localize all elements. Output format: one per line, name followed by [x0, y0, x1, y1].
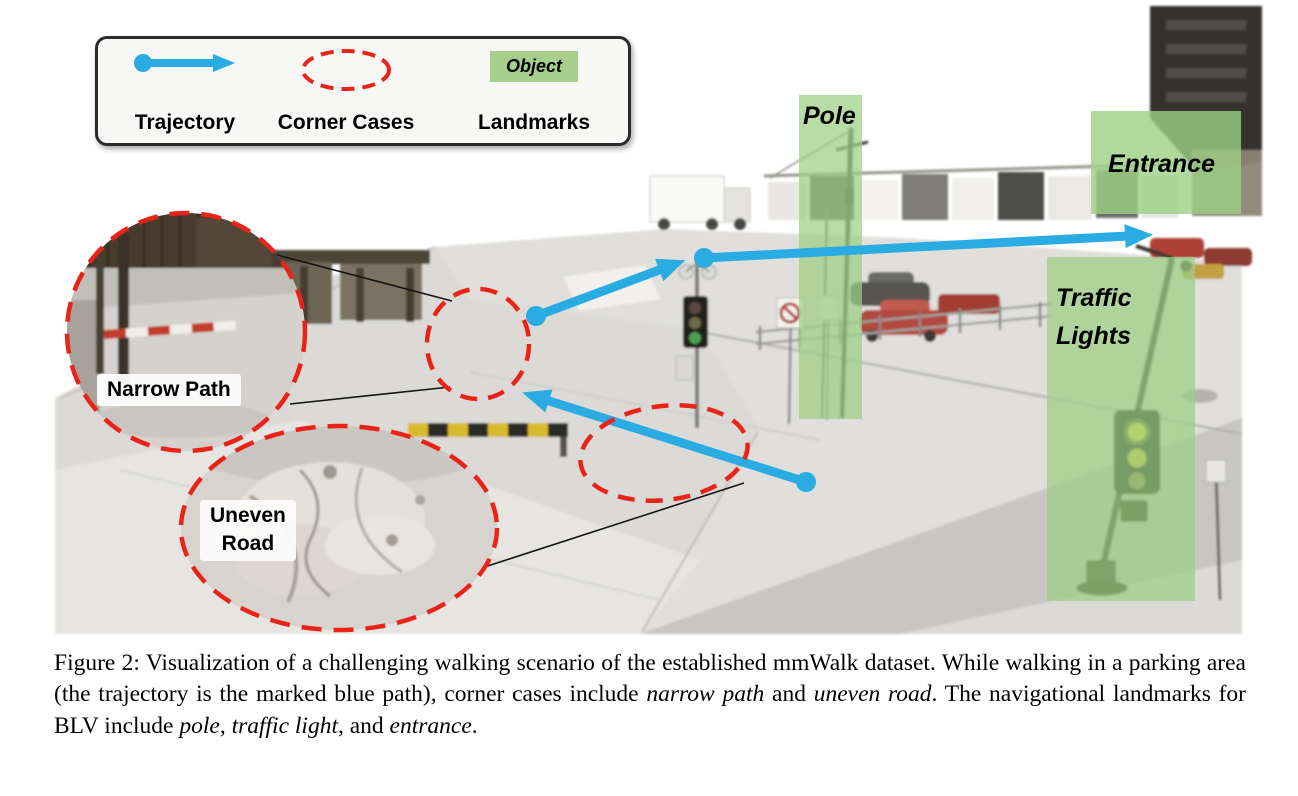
narrow-path-inset-border [64, 210, 308, 454]
pole-label: Pole [803, 102, 856, 130]
caption-segment: pole [179, 712, 220, 739]
figure-caption: Figure 2: Visualization of a challenging… [54, 648, 1246, 742]
uneven-road-label: Uneven Road [200, 500, 296, 561]
landmark-highlights [799, 95, 1241, 601]
inset-connectors [242, 245, 745, 574]
traffic-lights-highlight [1047, 257, 1195, 601]
legend-corner-cases-label: Corner Cases [277, 111, 415, 134]
caption-segment: , and [337, 712, 390, 739]
entrance-highlight [1091, 111, 1241, 214]
caption-segment: Figure 2: [54, 650, 146, 676]
caption-segment: Visualization of a challenging walking s… [54, 650, 1246, 708]
caption-segment: entrance [389, 712, 472, 739]
caption-segment: , [219, 712, 232, 739]
corner-cases [424, 286, 750, 504]
legend-trajectory: Trajectory [110, 47, 260, 135]
object-chip: Object [489, 51, 578, 82]
caption-segment: and [764, 681, 814, 708]
legend: Trajectory Corner Cases Object Landmarks [95, 36, 631, 146]
legend-landmarks: Object Landmarks [450, 47, 618, 135]
connector-uneven [465, 482, 745, 574]
trajectory-dot-2 [694, 248, 714, 268]
uneven-road-inset-border [178, 423, 500, 633]
trajectory-segment-1 [531, 258, 686, 321]
entrance-label: Entrance [1108, 150, 1215, 178]
trajectory-dot-1 [526, 306, 546, 326]
caption-segment: traffic light [231, 712, 338, 739]
narrow-path-inset [64, 210, 308, 454]
trajectory-segment-3 [522, 389, 811, 487]
connector-narrow-top [242, 245, 453, 302]
caption-segment: narrow path [646, 681, 765, 708]
legend-trajectory-label: Trajectory [134, 111, 236, 134]
caption-segment: . The navigational landmarks for BLV inc… [54, 681, 1247, 739]
narrow-path-label: Narrow Path [97, 374, 241, 407]
connector-narrow-bottom [289, 386, 451, 405]
trajectory-icon [134, 54, 235, 72]
corner-case-uneven-road [578, 402, 750, 504]
corner-cases-icon [301, 49, 391, 91]
caption-segment: uneven road [813, 681, 932, 708]
corner-case-narrow-path [424, 286, 532, 402]
legend-corner-cases: Corner Cases [256, 47, 436, 135]
trajectory-dot-3 [796, 472, 816, 492]
traffic-lights-label: Traffic Lights [1056, 284, 1132, 350]
trajectory [522, 224, 1153, 492]
trajectory-segment-2 [699, 224, 1153, 263]
caption-segment: . [471, 712, 478, 739]
legend-landmarks-label: Landmarks [477, 111, 591, 134]
